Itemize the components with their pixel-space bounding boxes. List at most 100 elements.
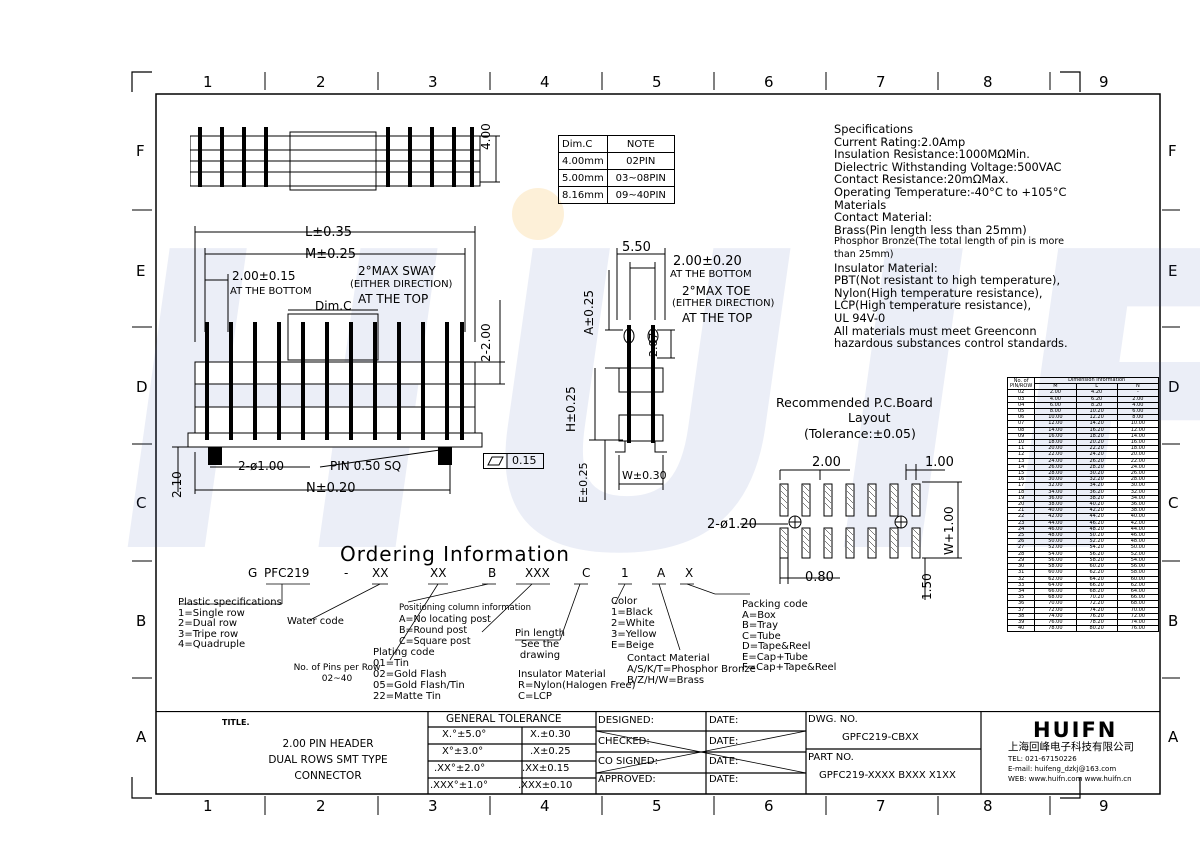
zone-letter: E [136, 262, 146, 280]
dim-side-at-bottom: AT THE BOTTOM [670, 269, 752, 280]
zone-number: 8 [983, 797, 993, 815]
table-header: No. of PIN/ROW [1006, 376, 1036, 391]
option-line: 01=Tin [373, 658, 410, 669]
pcb-dim-200: 2.00 [812, 455, 841, 470]
table-cell: 04 [1006, 401, 1036, 410]
table-cell: 03 [1006, 395, 1036, 403]
dwg-no-label: DWG. NO. [808, 714, 858, 725]
spec-line: Insulator Material: [834, 260, 938, 275]
table-header: Dim.C [558, 135, 608, 153]
date-label: DATE: [709, 774, 739, 785]
table-cell: 15 [1006, 470, 1036, 478]
code-part: G [248, 566, 258, 580]
option-line: B/Z/H/W=Brass [627, 675, 705, 686]
date-label: DATE: [709, 715, 739, 726]
zone-letter: D [136, 378, 148, 396]
table-cell: 24.00 [1116, 463, 1160, 472]
table-cell: 28.00 [1116, 476, 1160, 484]
company-web: WEB: www.huifn.com www.huifn.cn [1008, 775, 1132, 783]
spec-line: LCP(High temperature resistance), [834, 298, 1032, 313]
table-cell: 02PIN [606, 152, 675, 170]
code-part: B [488, 566, 497, 580]
zone-number: 3 [428, 73, 438, 91]
spec-line: Specifications [834, 122, 914, 136]
table-cell: 11 [1006, 445, 1036, 453]
zone-letter: F [1168, 142, 1177, 160]
code-part: X [685, 566, 694, 580]
zone-number: 1 [203, 797, 213, 815]
dim-W: W±0.30 [622, 469, 667, 482]
option-line: 2=White [611, 618, 655, 629]
option-line: Plating code [373, 647, 435, 658]
table-header: Dimension Information [1034, 376, 1159, 385]
table-cell: 19 [1006, 494, 1036, 503]
zone-letter: B [1168, 612, 1179, 630]
option-line: 22=Matte Tin [373, 691, 441, 702]
tol-cell: X.±0.30 [530, 729, 571, 740]
part-no-label: PART NO. [808, 752, 854, 763]
option-line: C=LCP [518, 691, 552, 702]
table-cell: 08 [1006, 426, 1036, 434]
table-cell: 16 [1006, 476, 1036, 484]
table-cell: 16.00 [1116, 439, 1160, 447]
option-line: No. of Pins per Row [293, 663, 381, 673]
dim-at-bottom: AT THE BOTTOM [230, 286, 312, 297]
table-cell: 10 [1006, 439, 1036, 447]
zone-number: 6 [764, 73, 774, 91]
date-label: DATE: [709, 736, 739, 747]
zone-number: 9 [1099, 73, 1109, 91]
spec-line: Operating Temperature:-40°C to +105°C [834, 184, 1067, 199]
dim-toe-2: (EITHER DIRECTION) [672, 298, 775, 309]
pcb-title-1: Recommended P.C.Board [776, 395, 933, 410]
table-cell: 09 [1006, 432, 1036, 441]
tol-cell: X.°±5.0° [442, 729, 487, 740]
option-line: 02=Gold Flash [373, 669, 447, 680]
spec-line: Brass(Pin length less than 25mm) [834, 222, 1027, 237]
dim-287: 2.87 [647, 332, 660, 358]
tol-cell: .X±0.25 [530, 746, 571, 757]
dim-sway-2: (EITHER DIRECTION) [350, 279, 453, 290]
spec-line: Nylon(High temperature resistance), [834, 285, 1043, 300]
dim-flatness: 0.15 [512, 454, 537, 467]
option-line: R=Nylon(Halogen Free) [518, 680, 636, 691]
tol-cell: .XXX±0.10 [518, 780, 573, 791]
table-cell: 17 [1006, 482, 1036, 490]
zone-number: 1 [203, 73, 213, 91]
table-cell: 76.00 [1116, 625, 1160, 633]
zone-number: 4 [540, 73, 550, 91]
zone-letter: D [1168, 378, 1180, 396]
table-cell: 12.00 [1116, 426, 1160, 434]
zone-number: 4 [540, 797, 550, 815]
table-cell: 8.00 [1116, 414, 1160, 422]
plastic-spec-block: Plastic specifications 1=Single row 2=Du… [178, 597, 282, 651]
option-line: 3=Yellow [611, 629, 657, 640]
pcb-dim-w: W+1.00 [942, 506, 956, 555]
dim-A: A±0.25 [582, 290, 596, 335]
code-part: A [657, 566, 666, 580]
dim-hole: 2-ø1.00 [238, 459, 285, 473]
table-cell: 80.20 [1075, 625, 1118, 633]
ordering-leader-lines [180, 583, 750, 661]
spec-line: Insulation Resistance:1000MΩMin. [834, 147, 1030, 162]
table-cell: 40 [1006, 625, 1036, 633]
zone-number: 7 [876, 797, 886, 815]
date-label: DATE: [709, 756, 739, 767]
option-line: D=Tape&Reel [742, 641, 811, 652]
option-line: 4=Quadruple [178, 639, 246, 650]
dim-210: 2.10 [170, 471, 184, 498]
table-cell: 09~40PIN [606, 186, 675, 204]
table-cell: 36.00 [1116, 501, 1160, 509]
dim-2-200: 2-2.00 [479, 323, 493, 362]
table-cell: 18 [1006, 488, 1036, 496]
option-line: 1=Single row [178, 607, 245, 619]
dim-sway-3: AT THE TOP [358, 292, 429, 306]
